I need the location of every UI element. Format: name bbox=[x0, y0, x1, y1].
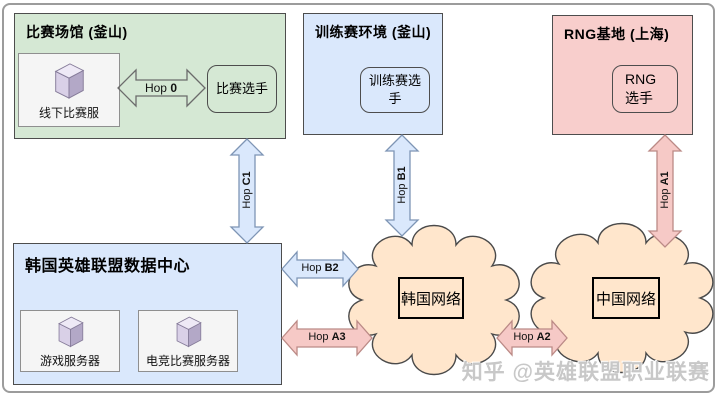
hop-a1-label-prefix: Hop bbox=[659, 188, 671, 209]
korea-network-label: 韩国网络 bbox=[398, 277, 464, 319]
venue-title: 比赛场馆 (釜山) bbox=[26, 24, 128, 40]
hop-a3-label: Hop A3 bbox=[295, 331, 359, 343]
offline-match-server-label: 线下比赛服 bbox=[38, 106, 99, 120]
hop0-label: Hop 0 bbox=[131, 81, 191, 95]
hop-a2-label-id: A2 bbox=[536, 331, 551, 343]
hop-b1-label: Hop B1 bbox=[396, 145, 408, 225]
hop-c1-label-id: C1 bbox=[241, 171, 253, 186]
game-server-label: 游戏服务器 bbox=[39, 354, 100, 368]
hop-b2-label-id: B2 bbox=[324, 262, 339, 274]
hop-a3-label-id: A3 bbox=[331, 331, 346, 343]
hop-a2-label-prefix: Hop bbox=[513, 331, 534, 343]
hop-a1-label: Hop A1 bbox=[659, 150, 671, 230]
match-player-box: 比赛选手 bbox=[207, 65, 277, 113]
server-cube-icon bbox=[175, 316, 202, 348]
hop0-label-id: 0 bbox=[170, 81, 178, 95]
hop-b1-label-id: B1 bbox=[396, 166, 408, 181]
hop-c1-label-prefix: Hop bbox=[241, 188, 253, 209]
esports-match-server-card: 电竞比赛服务器 bbox=[138, 310, 238, 372]
hop-b2-label: Hop B2 bbox=[288, 262, 352, 274]
hop-b1-label-prefix: Hop bbox=[396, 183, 408, 204]
hop-a1-label-id: A1 bbox=[659, 171, 671, 186]
scrim-title: 训练赛环境 (釜山) bbox=[315, 24, 432, 40]
game-server-card: 游戏服务器 bbox=[20, 310, 120, 372]
china-network-label: 中国网络 bbox=[592, 277, 660, 319]
rng-player-box: RNG 选手 bbox=[612, 65, 678, 113]
esports-match-server-label: 电竞比赛服务器 bbox=[145, 354, 230, 368]
zhihu-watermark: 知乎 @英雄联盟职业联赛 bbox=[461, 361, 710, 384]
rng-title: RNG基地 (上海) bbox=[564, 26, 670, 42]
server-cube-icon bbox=[54, 63, 85, 99]
hop-a2-label: Hop A2 bbox=[500, 331, 564, 343]
offline-match-server-card: 线下比赛服 bbox=[18, 53, 120, 127]
hop0-label-prefix: Hop bbox=[144, 81, 167, 95]
datacenter-title: 韩国英雄联盟数据中心 bbox=[25, 258, 191, 275]
hop-b2-label-prefix: Hop bbox=[301, 262, 322, 274]
hop-c1-label: Hop C1 bbox=[241, 150, 253, 230]
hop-a3-label-prefix: Hop bbox=[308, 331, 329, 343]
server-cube-icon bbox=[57, 316, 84, 348]
scrim-player-box: 训练赛选手 bbox=[360, 67, 430, 113]
